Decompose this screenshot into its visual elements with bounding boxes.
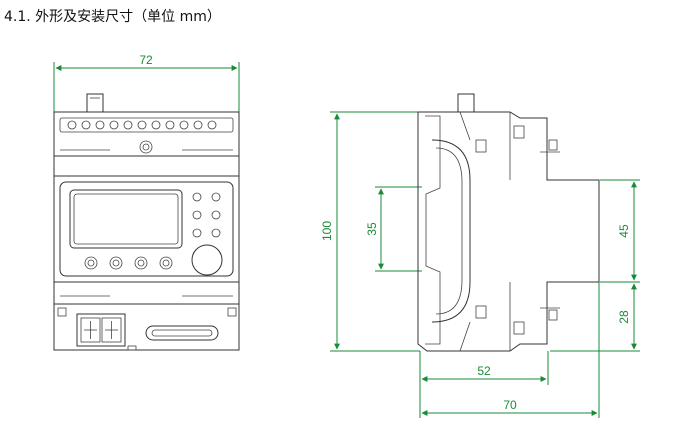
top-connector: [86, 93, 104, 113]
label-front-width: 72: [139, 53, 153, 67]
dim-rail: 35: [365, 186, 422, 272]
front-view: 72: [53, 53, 240, 351]
dim-depth-inner: 52: [419, 351, 549, 418]
section-heading: 4.1. 外形及安装尺寸（单位 mm）: [4, 9, 221, 25]
dim-upper-step: 45: [600, 179, 640, 283]
label-rail: 35: [365, 222, 379, 236]
side-view: 100 35 45 28 52: [320, 93, 640, 418]
comm-port: [145, 325, 219, 341]
top-terminal-screws: [67, 120, 217, 130]
large-knob: [191, 244, 223, 276]
side-housing: [417, 111, 600, 352]
label-lower-step: 28: [617, 310, 631, 324]
led-indicator: [139, 140, 153, 154]
dim-lower-step: 28: [550, 283, 640, 352]
keypad-buttons: [192, 192, 221, 238]
round-buttons: [84, 256, 173, 270]
dim-front-width: 72: [53, 53, 240, 112]
dim-depth-total: 70: [421, 282, 600, 418]
label-height: 100: [320, 221, 334, 241]
label-depth-inner: 52: [477, 364, 491, 378]
side-connector: [457, 93, 475, 113]
top-terminal-block: [53, 111, 240, 157]
label-depth-total: 70: [503, 398, 517, 412]
bottom-terminal-block: [53, 303, 240, 351]
label-upper-step: 45: [617, 224, 631, 238]
lcd-screen: [69, 189, 183, 249]
power-terminal: [76, 313, 126, 347]
dim-height: 100: [320, 111, 425, 352]
